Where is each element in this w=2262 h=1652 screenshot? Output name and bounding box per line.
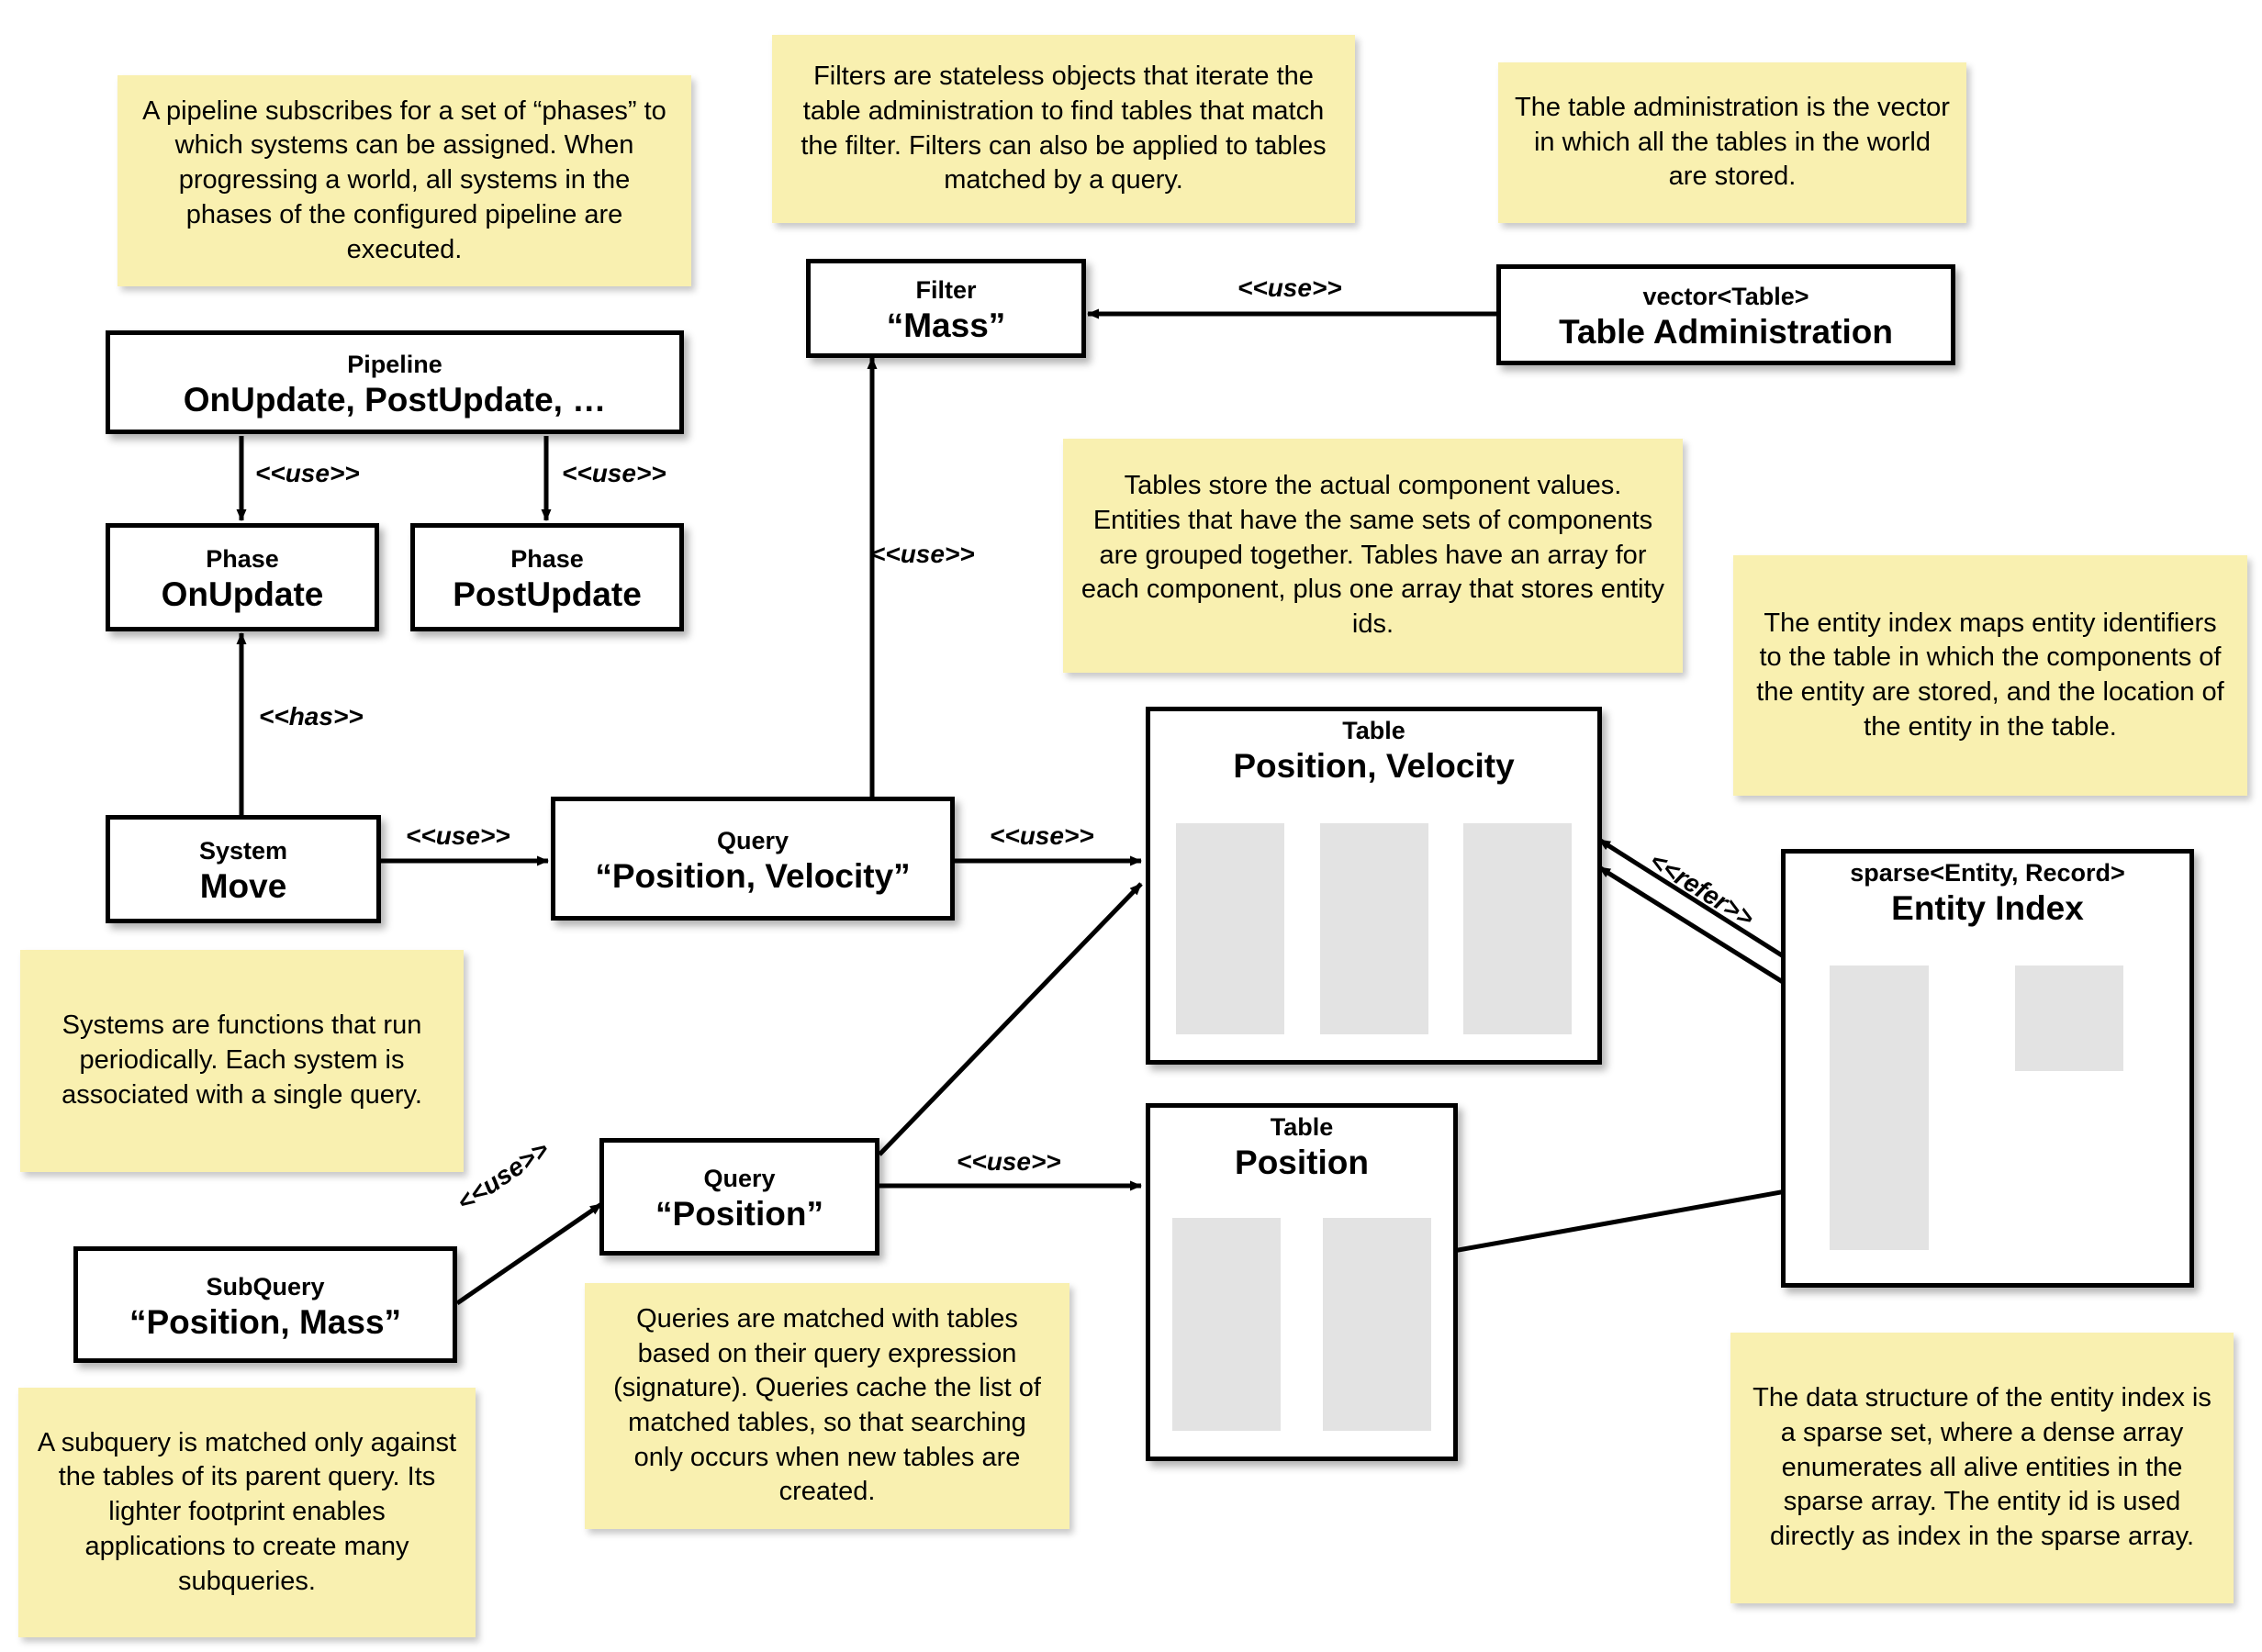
- box-stereotype: Query: [703, 1165, 776, 1193]
- box-table-position-velocity[interactable]: Table Position, Velocity: [1146, 707, 1602, 1065]
- box-stereotype: Pipeline: [347, 350, 442, 378]
- box-stereotype: vector<Table>: [1642, 283, 1809, 311]
- box-stereotype: sparse<Entity, Record>: [1850, 859, 2125, 887]
- box-phase-postupdate[interactable]: Phase PostUpdate: [410, 523, 684, 631]
- note-text: Filters are stateless objects that itera…: [801, 61, 1327, 195]
- table-columns: [1172, 1218, 1431, 1431]
- box-stereotype: Filter: [915, 276, 977, 305]
- box-query-position[interactable]: Query “Position”: [599, 1138, 879, 1256]
- edge-label-entityindex-refer: <<refer>>: [1644, 846, 1760, 932]
- box-filter-mass[interactable]: Filter “Mass”: [806, 259, 1086, 358]
- edge-label-subquery-query-p: <<use>>: [452, 1134, 554, 1217]
- box-system-move[interactable]: System Move: [106, 815, 381, 923]
- table-column-bar: [1323, 1218, 1431, 1431]
- box-phase-onupdate[interactable]: Phase OnUpdate: [106, 523, 379, 631]
- note-text: A subquery is matched only against the t…: [37, 1427, 457, 1596]
- box-pipeline[interactable]: Pipeline OnUpdate, PostUpdate, …: [106, 330, 684, 434]
- table-column-bar: [1463, 823, 1572, 1034]
- table-column-bar: [1172, 1218, 1281, 1431]
- table-column-bar: [1319, 823, 1428, 1034]
- box-name: “Position, Velocity”: [595, 856, 911, 895]
- note-subquery: A subquery is matched only against the t…: [18, 1388, 476, 1637]
- note-text: A pipeline subscribes for a set of “phas…: [142, 95, 666, 264]
- box-name: Table Administration: [1559, 313, 1893, 352]
- box-name: Move: [199, 867, 287, 906]
- edge-label-query-p-table-p: <<use>>: [957, 1147, 1061, 1176]
- table-column-bar: [1176, 823, 1284, 1034]
- note-text: Systems are functions that run periodica…: [62, 1010, 422, 1110]
- note-sparse-set: The data structure of the entity index i…: [1730, 1333, 2234, 1603]
- box-stereotype: Query: [716, 826, 789, 854]
- box-stereotype: Table: [1342, 717, 1405, 744]
- note-table-admin: The table administration is the vector i…: [1498, 62, 1966, 223]
- box-table-administration[interactable]: vector<Table> Table Administration: [1496, 264, 1955, 365]
- edge-label-system-query: <<use>>: [406, 821, 510, 850]
- sparse-array-bar: [1830, 966, 1929, 1250]
- box-stereotype: Phase: [510, 545, 584, 574]
- box-name: Entity Index: [1891, 889, 2084, 928]
- box-stereotype: Table: [1270, 1113, 1334, 1141]
- note-text: Queries are matched with tables based on…: [613, 1303, 1041, 1507]
- box-name: OnUpdate, PostUpdate, …: [183, 380, 607, 419]
- edge-label-pipeline-onupdate: <<use>>: [255, 459, 360, 487]
- edge-subquery-query-p: [455, 1201, 603, 1306]
- edge-label-query-filter: <<use>>: [870, 540, 975, 568]
- box-stereotype: Phase: [206, 545, 279, 574]
- note-tables: Tables store the actual component values…: [1063, 439, 1683, 673]
- box-name: PostUpdate: [453, 575, 642, 614]
- edge-label-tableadmin-filter: <<use>>: [1237, 273, 1342, 302]
- edge-label-pipeline-postupdate: <<use>>: [562, 459, 666, 487]
- box-subquery-position-mass[interactable]: SubQuery “Position, Mass”: [73, 1246, 457, 1363]
- box-name: “Mass”: [886, 307, 1006, 345]
- box-name: Position, Velocity: [1233, 747, 1515, 786]
- box-entity-index[interactable]: sparse<Entity, Record> Entity Index: [1781, 849, 2194, 1288]
- note-entity-index: The entity index maps entity identifiers…: [1733, 555, 2247, 796]
- table-columns: [1176, 823, 1572, 1034]
- dense-array-bar: [2015, 966, 2123, 1071]
- edge-entityindex-table-p: [1427, 1181, 1828, 1259]
- box-stereotype: SubQuery: [206, 1272, 325, 1300]
- box-name: “Position”: [655, 1195, 823, 1233]
- note-text: The table administration is the vector i…: [1515, 92, 1950, 192]
- box-name: OnUpdate: [161, 575, 324, 614]
- box-stereotype: System: [198, 837, 288, 865]
- note-queries: Queries are matched with tables based on…: [585, 1283, 1069, 1529]
- note-text: Tables store the actual component values…: [1081, 471, 1665, 640]
- box-table-position[interactable]: Table Position: [1146, 1103, 1458, 1461]
- edge-label-system-phase: <<has>>: [259, 702, 364, 731]
- note-text: The data structure of the entity index i…: [1752, 1383, 2212, 1552]
- note-pipeline: A pipeline subscribes for a set of “phas…: [118, 75, 691, 286]
- edge-label-query-table-pv: <<use>>: [990, 821, 1094, 850]
- box-query-position-velocity[interactable]: Query “Position, Velocity”: [551, 797, 955, 921]
- edge-query-p-table-pv: [878, 882, 1143, 1156]
- box-name: “Position, Mass”: [129, 1302, 402, 1341]
- note-systems: Systems are functions that run periodica…: [20, 950, 464, 1172]
- note-text: The entity index maps entity identifiers…: [1756, 608, 2224, 742]
- note-filter: Filters are stateless objects that itera…: [772, 35, 1355, 223]
- box-name: Position: [1235, 1144, 1369, 1182]
